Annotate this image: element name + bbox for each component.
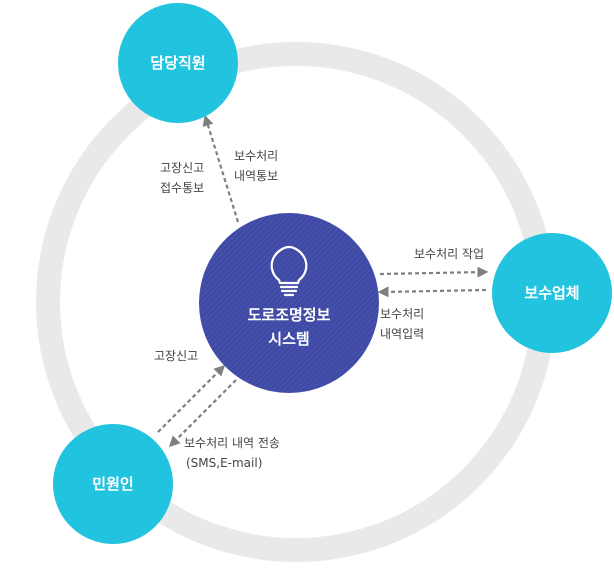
arrow-center-to-citizen xyxy=(168,379,237,448)
arrow-citizen-to-center xyxy=(157,364,226,433)
citizen-node: 민원인 xyxy=(53,424,173,544)
contractor-circle xyxy=(492,233,612,353)
label-citizen-out-1: 보수처리 내역 전송 xyxy=(184,436,280,450)
label-contractor-in-1: 보수처리 xyxy=(380,307,424,321)
label-citizen-in: 고장신고 xyxy=(154,349,198,363)
citizen-label: 민원인 xyxy=(92,475,133,493)
staff-node: 담당직원 xyxy=(118,3,238,123)
contractor-label: 보수업체 xyxy=(524,284,579,302)
system-node: 도로조명정보 시스템 xyxy=(199,213,379,393)
contractor-node: 보수업체 xyxy=(492,233,612,353)
label-contractor-out: 보수처리 작업 xyxy=(414,247,484,261)
label-staff-in-2: 접수통보 xyxy=(160,181,204,195)
flow-arrows xyxy=(157,114,489,448)
label-staff-out-1: 보수처리 xyxy=(234,149,278,163)
label-staff-out-2: 내역통보 xyxy=(234,169,278,183)
label-staff-in-1: 고장신고 xyxy=(160,161,204,175)
label-contractor-in-2: 내역입력 xyxy=(380,327,424,341)
system-title-line1: 도로조명정보 xyxy=(248,306,331,324)
system-title-line2: 시스템 xyxy=(268,330,309,348)
citizen-circle xyxy=(53,424,173,544)
arrow-center-to-staff xyxy=(202,114,240,223)
arrow-center-to-contractor xyxy=(379,266,489,278)
arrow-contractor-to-center xyxy=(377,286,487,298)
system-circle xyxy=(199,213,379,393)
lightbulb-icon xyxy=(270,245,308,297)
label-citizen-out-2: (SMS,E-mail) xyxy=(186,456,262,470)
staff-label: 담당직원 xyxy=(150,54,205,72)
staff-circle xyxy=(118,3,238,123)
